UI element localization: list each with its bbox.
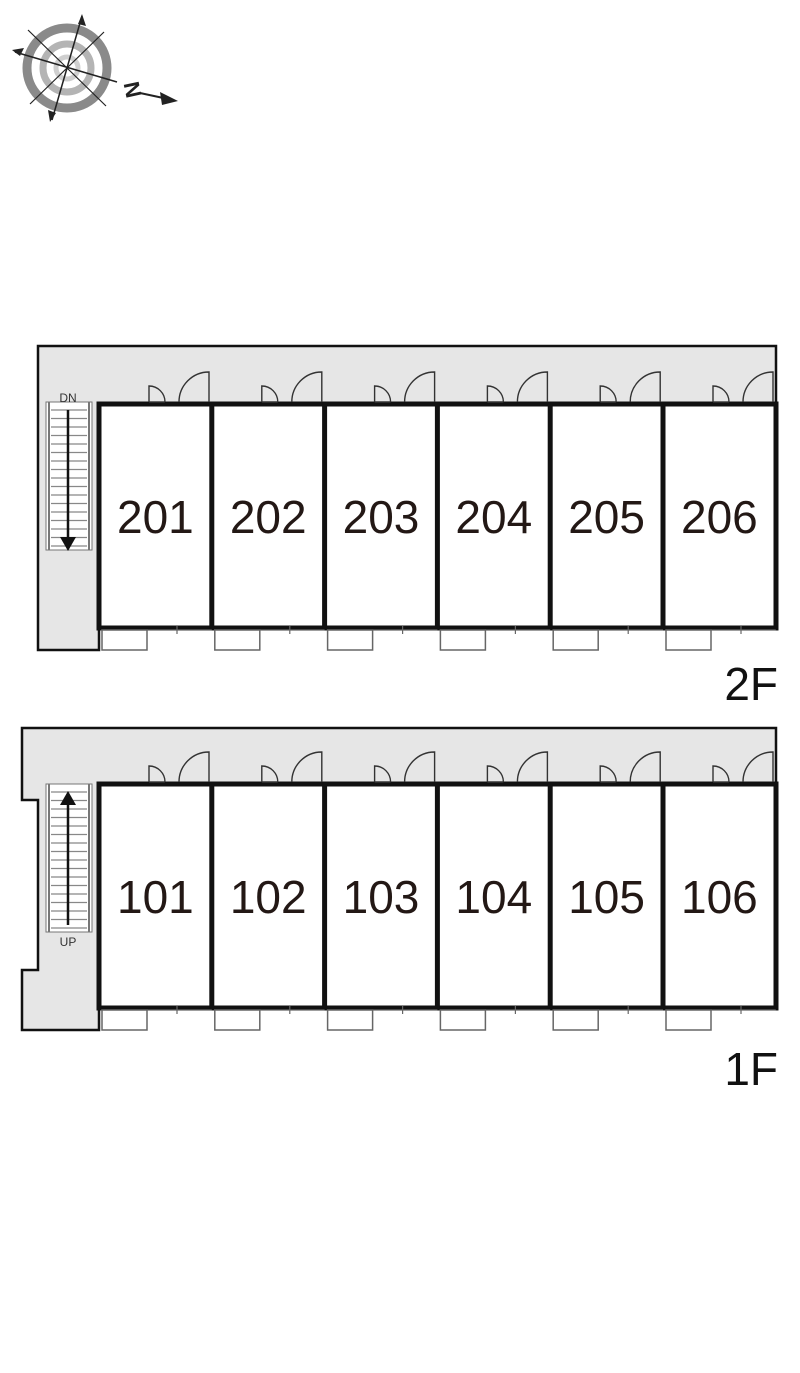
entry-door-icon[interactable]: [403, 751, 436, 783]
entry-door-icon[interactable]: [291, 751, 323, 783]
balcony: [214, 629, 261, 651]
small-door-icon: [373, 385, 392, 403]
stair-label-1f: UP: [60, 935, 77, 949]
unit-number-label: 202: [230, 491, 307, 543]
balcony: [439, 629, 487, 651]
entry-door-icon[interactable]: [629, 371, 661, 403]
unit-number-label: 101: [117, 871, 194, 923]
balcony: [665, 1009, 712, 1031]
small-door-icon: [712, 385, 730, 403]
floor-1f: UP 101 102 103 104 105 106 1F: [20, 726, 779, 1095]
small-door-icon: [148, 385, 166, 403]
entry-door-icon[interactable]: [178, 751, 210, 783]
balcony: [326, 629, 374, 651]
staircase-1f[interactable]: UP: [45, 783, 93, 949]
small-door-icon: [486, 385, 505, 403]
balcony: [101, 1009, 148, 1031]
balcony: [214, 1009, 261, 1031]
small-door-icon: [599, 385, 617, 403]
unit-number-label: 106: [681, 871, 758, 923]
floor-label-2f: 2F: [724, 658, 778, 710]
balcony: [439, 1009, 487, 1031]
small-door-icon: [712, 765, 730, 783]
entry-door-icon[interactable]: [516, 371, 549, 403]
small-door-icon: [599, 765, 617, 783]
unit-number-label: 203: [343, 491, 420, 543]
staircase-2f[interactable]: DN: [45, 391, 93, 551]
balcony: [552, 1009, 599, 1031]
unit-number-label: 205: [568, 491, 645, 543]
floor-label-1f: 1F: [724, 1043, 778, 1095]
small-door-icon: [486, 765, 505, 783]
stair-label-2f: DN: [59, 391, 76, 405]
unit-number-label: 206: [681, 491, 758, 543]
balcony: [665, 629, 712, 651]
unit-number-label: 104: [455, 871, 532, 923]
entry-door-icon[interactable]: [629, 751, 661, 783]
entry-door-icon[interactable]: [742, 371, 774, 403]
unit-number-label: 102: [230, 871, 307, 923]
small-door-icon: [261, 385, 279, 403]
entry-door-icon[interactable]: [178, 371, 210, 403]
balcony: [552, 629, 599, 651]
unit-number-label: 201: [117, 491, 194, 543]
small-door-icon: [261, 765, 279, 783]
entry-door-icon[interactable]: [516, 751, 549, 783]
unit-number-label: 204: [455, 491, 532, 543]
compass-icon: N: [12, 14, 178, 122]
small-door-icon: [373, 765, 392, 783]
unit-number-label: 105: [568, 871, 645, 923]
unit-number-label: 103: [343, 871, 420, 923]
entry-door-icon[interactable]: [291, 371, 323, 403]
balcony: [326, 1009, 374, 1031]
compass-north-label: N: [119, 79, 147, 100]
entry-door-icon[interactable]: [403, 371, 436, 403]
balcony: [101, 629, 148, 651]
entry-door-icon[interactable]: [742, 751, 774, 783]
floor-2f: DN 201 202 203 204 205 206 2F: [36, 344, 779, 710]
small-door-icon: [148, 765, 166, 783]
